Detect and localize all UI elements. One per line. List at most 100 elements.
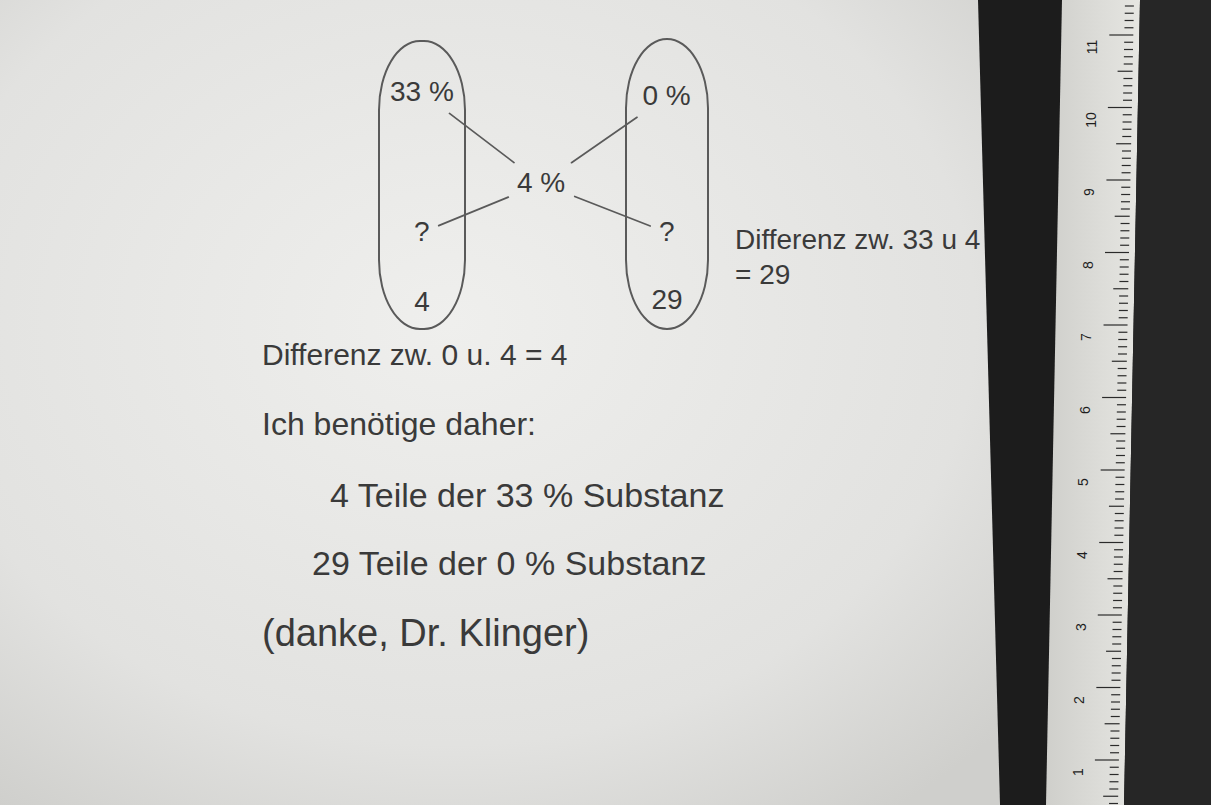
ruler-tick (1099, 542, 1123, 543)
ruler-tick (1118, 71, 1133, 72)
ruler-tick (1115, 520, 1124, 521)
ruler-tick (1115, 484, 1124, 485)
ruler-tick (1109, 34, 1133, 35)
ruler-tick (1111, 709, 1120, 710)
ruler-tick (1109, 506, 1124, 507)
ruler-body (1046, 0, 1140, 805)
ruler-tick (1106, 651, 1121, 652)
handwritten-note: 4 Teile der 33 % Substanz (330, 474, 724, 517)
ruler-tick (1119, 281, 1128, 282)
ruler-number: 10 (1083, 112, 1101, 128)
ruler-tick (1109, 781, 1118, 782)
value-text: ? (659, 216, 675, 248)
ruler-tick (1121, 187, 1130, 188)
ruler-tick (1098, 614, 1122, 615)
ruler-tick (1113, 622, 1122, 623)
value-box: ? (409, 214, 435, 251)
ruler-tick (1119, 303, 1128, 304)
ruler-tick (1123, 100, 1132, 101)
ruler-number: 3 (1073, 623, 1091, 631)
ruler-tick (1122, 172, 1131, 173)
ruler-tick (1123, 121, 1132, 122)
ruler-tick (1120, 230, 1129, 231)
ruler-tick (1115, 513, 1124, 514)
ruler-tick (1113, 593, 1122, 594)
ruler-tick (1096, 687, 1120, 688)
ruler-tick (1111, 694, 1120, 695)
ruler-tick (1110, 433, 1125, 434)
ruler-tick (1120, 237, 1129, 238)
ruler-tick (1118, 368, 1127, 369)
ruler-number: 4 (1074, 551, 1092, 559)
ruler-tick (1112, 636, 1121, 637)
ruler-tick (1119, 295, 1128, 296)
ruler-tick (1124, 49, 1133, 50)
ruler-tick (1116, 477, 1125, 478)
ruler-tick (1118, 339, 1127, 340)
handwritten-note: 29 Teile der 0 % Substanz (312, 542, 706, 585)
ruler-tick (1110, 752, 1119, 753)
ruler-tick (1106, 179, 1130, 180)
ruler-tick (1110, 738, 1119, 739)
ruler-tick (1103, 796, 1118, 797)
value-box: ? (654, 214, 680, 251)
ruler-tick (1120, 245, 1129, 246)
ruler-tick (1114, 556, 1123, 557)
ruler-tick (1113, 585, 1122, 586)
ruler-tick (1115, 216, 1130, 217)
ruler-tick (1118, 346, 1127, 347)
ruler-tick (1114, 535, 1123, 536)
value-text: 4 % (517, 167, 565, 199)
ruler-number: 11 (1084, 40, 1102, 55)
ruler-tick (1123, 85, 1132, 86)
ruler-tick (1110, 767, 1119, 768)
ruler-tick (1117, 382, 1126, 383)
ruler-number: 9 (1081, 188, 1099, 196)
ruler-tick (1111, 716, 1120, 717)
ruler-tick (1122, 158, 1131, 159)
ruler-tick (1112, 672, 1121, 673)
ruler-number: 8 (1080, 261, 1098, 269)
handwritten-note: Differenz zw. 0 u. 4 = 4 (262, 336, 567, 374)
ruler-number: 7 (1079, 333, 1097, 341)
ruler-tick (1112, 629, 1121, 630)
ruler-tick (1119, 317, 1128, 318)
ruler-tick (1122, 165, 1131, 166)
handwritten-note: Differenz zw. 33 u 4 = 29 (735, 222, 985, 292)
ruler-tick (1122, 150, 1131, 151)
value-box: 33 % (385, 74, 459, 111)
ruler-tick (1118, 353, 1127, 354)
ruler-tick (1123, 92, 1132, 93)
ruler-tick (1121, 223, 1130, 224)
ruler-tick (1125, 5, 1134, 6)
ruler-tick (1120, 259, 1129, 260)
ruler-tick (1105, 252, 1129, 253)
ruler-tick (1123, 114, 1132, 115)
handwritten-note: (danke, Dr. Klinger) (262, 610, 589, 658)
ruler-tick (1113, 607, 1122, 608)
ruler-tick (1121, 208, 1130, 209)
ruler-tick (1116, 143, 1131, 144)
mixing-line (571, 117, 637, 162)
ruler-number: 6 (1077, 406, 1095, 414)
ruler-tick (1113, 600, 1122, 601)
ruler-tick (1115, 498, 1124, 499)
ruler-tick (1114, 549, 1123, 550)
ruler-tick (1110, 745, 1119, 746)
value-text: ? (414, 216, 430, 248)
ruler-tick (1117, 411, 1126, 412)
ruler-tick (1120, 266, 1129, 267)
ruler-tick (1121, 201, 1130, 202)
value-text: 33 % (390, 76, 454, 108)
ruler-tick (1122, 129, 1131, 130)
ruler-tick (1123, 78, 1132, 79)
ruler-tick (1104, 324, 1128, 325)
ruler-tick (1122, 136, 1131, 137)
ruler-tick (1110, 774, 1119, 775)
ruler-tick (1108, 107, 1132, 108)
ruler-tick (1118, 375, 1127, 376)
